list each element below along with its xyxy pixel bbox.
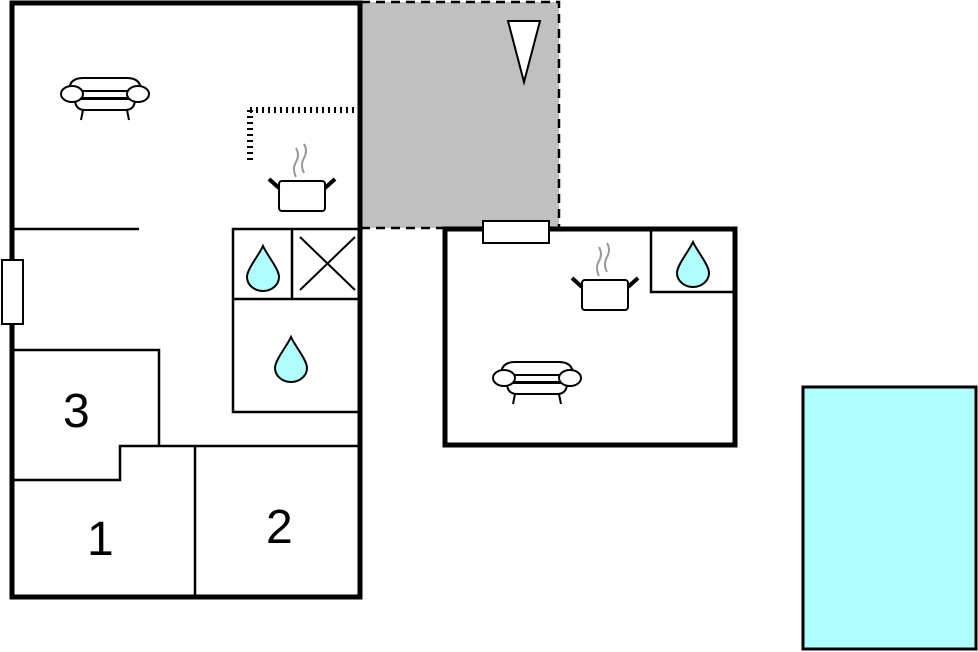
sofa-icon: [60, 77, 150, 121]
room-1-3-wall: [14, 444, 359, 482]
room-label-1: 1: [87, 513, 114, 566]
cross-icon: [299, 236, 356, 291]
bathroom-block: [231, 227, 361, 414]
pool-area: [801, 385, 978, 651]
window-annex: [482, 220, 550, 244]
room-label-3: 3: [63, 385, 90, 438]
room-label-2: 2: [266, 501, 293, 554]
compass-north-icon: [506, 20, 542, 86]
window-left: [1, 259, 24, 325]
annex-bathroom-wall: [649, 231, 733, 294]
stove-pot-icon: [267, 142, 337, 213]
water-drop-icon: [274, 336, 308, 383]
water-drop-icon: [246, 245, 280, 292]
room-3-wall: [14, 348, 161, 446]
